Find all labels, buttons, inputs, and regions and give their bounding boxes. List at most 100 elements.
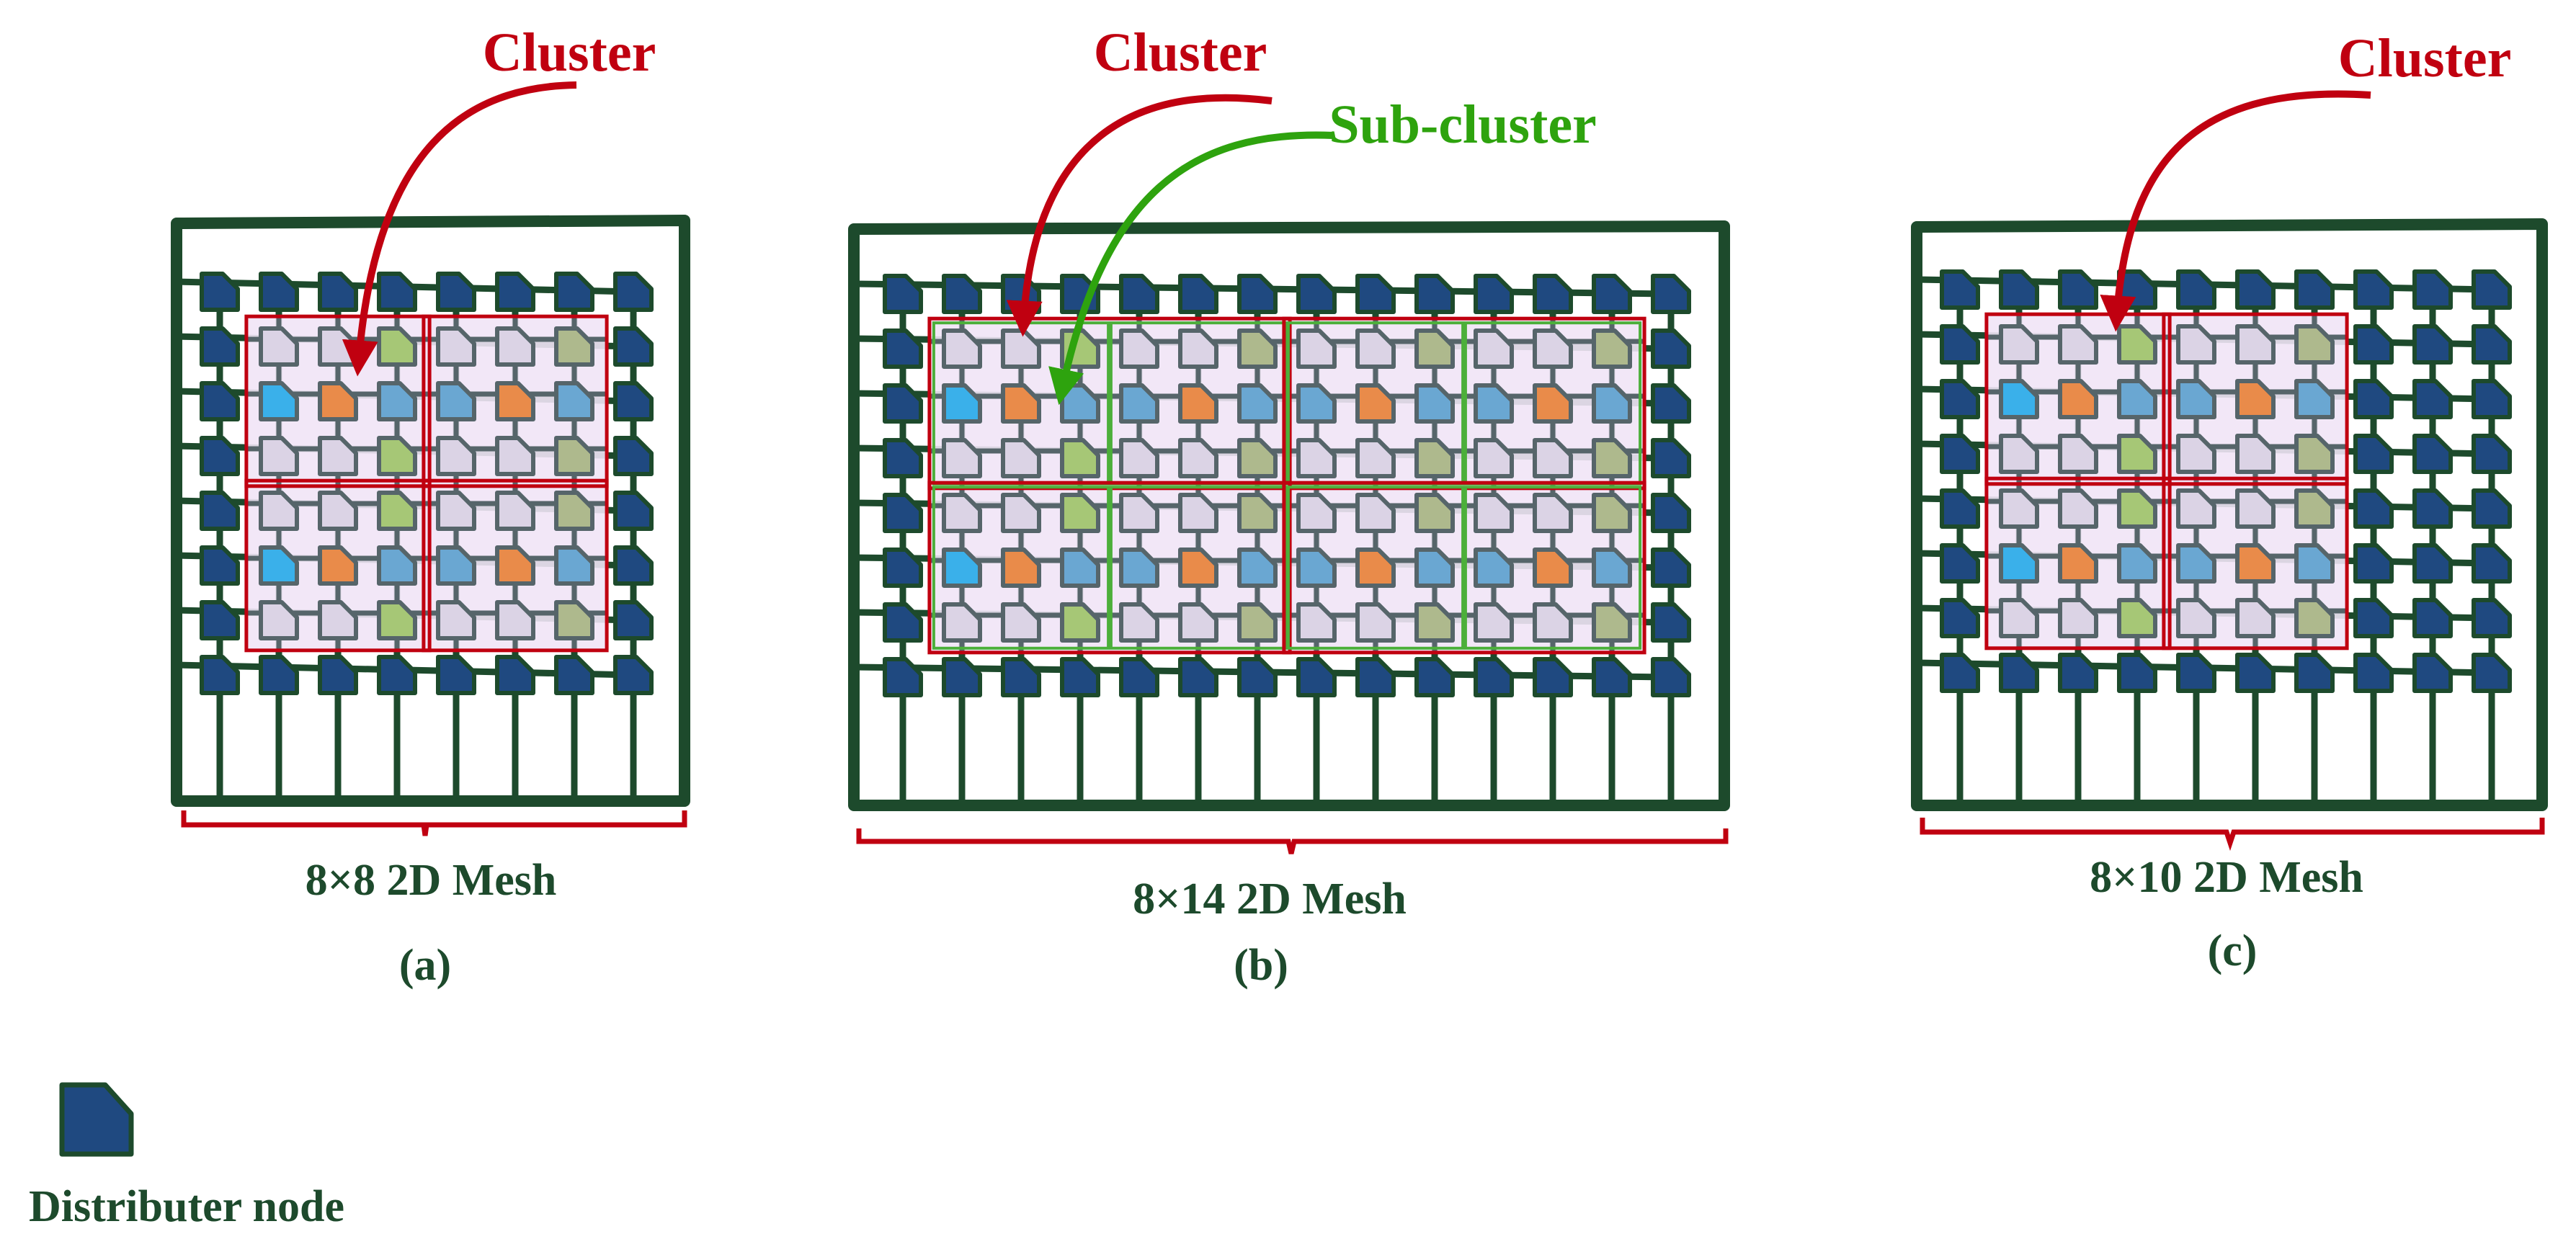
compute-node: [1592, 383, 1632, 424]
mesh-border: [171, 215, 690, 807]
distributer-node: [1296, 657, 1337, 697]
sub-cluster-border: [1286, 486, 1465, 650]
distributer-node: [883, 602, 923, 643]
compute-node: [942, 602, 982, 643]
compute-node: [2117, 324, 2157, 365]
brace-b: [856, 828, 1729, 854]
compute-node: [1178, 493, 1218, 533]
distributer-node: [2176, 653, 2216, 693]
compute-node: [2294, 434, 2335, 474]
distributer-node: [259, 655, 299, 695]
compute-node: [2058, 434, 2098, 474]
compute-node: [1592, 328, 1632, 369]
mesh-c: [1911, 218, 2548, 811]
compute-node: [1474, 383, 1514, 424]
compute-node: [495, 545, 535, 586]
compute-node: [942, 547, 982, 588]
distributer-node: [2412, 324, 2453, 365]
distributer-node: [613, 655, 654, 695]
compute-node: [2117, 488, 2157, 529]
compute-node: [495, 491, 535, 531]
compute-node: [1999, 379, 2039, 419]
compute-node: [1001, 493, 1041, 533]
distributer-node: [2472, 269, 2512, 310]
distributer-node: [554, 272, 594, 312]
distributer-node: [942, 657, 982, 697]
compute-node: [259, 545, 299, 586]
compute-node: [1237, 383, 1278, 424]
distributer-node: [2176, 269, 2216, 310]
compute-node: [436, 491, 476, 531]
compute-node: [1355, 547, 1396, 588]
compute-node: [1178, 383, 1218, 424]
distributer-node: [1355, 274, 1396, 314]
compute-node: [1592, 602, 1632, 643]
distributer-node: [2353, 324, 2394, 365]
compute-node: [377, 545, 417, 586]
distributer-node: [2353, 269, 2394, 310]
cluster-border: [422, 314, 609, 488]
compute-node: [1237, 547, 1278, 588]
distributer-node: [1999, 269, 2039, 310]
compute-node: [1414, 383, 1455, 424]
compute-node: [1414, 493, 1455, 533]
distributer-node: [259, 272, 299, 312]
distributer-node: [2472, 543, 2512, 584]
compute-node: [1001, 547, 1041, 588]
distributer-node: [883, 274, 923, 314]
compute-node: [1178, 438, 1218, 478]
compute-node: [259, 491, 299, 531]
compute-node: [436, 326, 476, 367]
compute-node: [1296, 547, 1337, 588]
distributer-node: [1178, 657, 1218, 697]
cluster-border: [927, 481, 1292, 655]
compute-node: [1237, 438, 1278, 478]
distributer-node: [613, 545, 654, 586]
distributer-node: [1651, 438, 1691, 478]
compute-node: [1060, 547, 1100, 588]
compute-node: [2235, 598, 2276, 638]
mesh-a: [171, 215, 690, 807]
sub-cluster-border: [932, 486, 1110, 650]
distributer-node: [1940, 543, 1980, 584]
distributer-node: [883, 383, 923, 424]
distributer-node: [2353, 488, 2394, 529]
compute-node: [554, 381, 594, 421]
distributer-node: [1651, 493, 1691, 533]
mesh-tag-c: (c): [2208, 926, 2258, 975]
distributer-node: [1940, 324, 1980, 365]
mesh-border: [1911, 218, 2548, 811]
cluster-label-c: Cluster: [2338, 28, 2512, 89]
compute-node: [2235, 434, 2276, 474]
distributer-node: [1119, 657, 1159, 697]
compute-node: [2176, 543, 2216, 584]
compute-node: [554, 600, 594, 640]
distributer-node: [2058, 653, 2098, 693]
distributer-node: [1178, 274, 1218, 314]
compute-node: [2117, 434, 2157, 474]
compute-node: [1060, 602, 1100, 643]
distributer-node: [1355, 657, 1396, 697]
distributer-node: [613, 436, 654, 476]
distributer-node: [2472, 379, 2512, 419]
cluster-arrow-c: [2100, 90, 2371, 332]
compute-node: [1474, 493, 1514, 533]
cluster-border: [1282, 481, 1646, 655]
compute-node: [377, 491, 417, 531]
distributer-node: [2472, 488, 2512, 529]
compute-node: [318, 545, 358, 586]
compute-node: [1474, 602, 1514, 643]
compute-node: [1060, 493, 1100, 533]
distributer-node: [883, 547, 923, 588]
distributer-node: [883, 328, 923, 369]
distributer-node: [1533, 657, 1573, 697]
distributer-node: [1592, 657, 1632, 697]
distributer-node: [883, 657, 923, 697]
compute-node: [1296, 602, 1337, 643]
mesh-b: [848, 220, 1730, 811]
compute-node: [1001, 383, 1041, 424]
compute-node: [1355, 438, 1396, 478]
compute-node: [259, 381, 299, 421]
distributer-node: [1533, 274, 1573, 314]
